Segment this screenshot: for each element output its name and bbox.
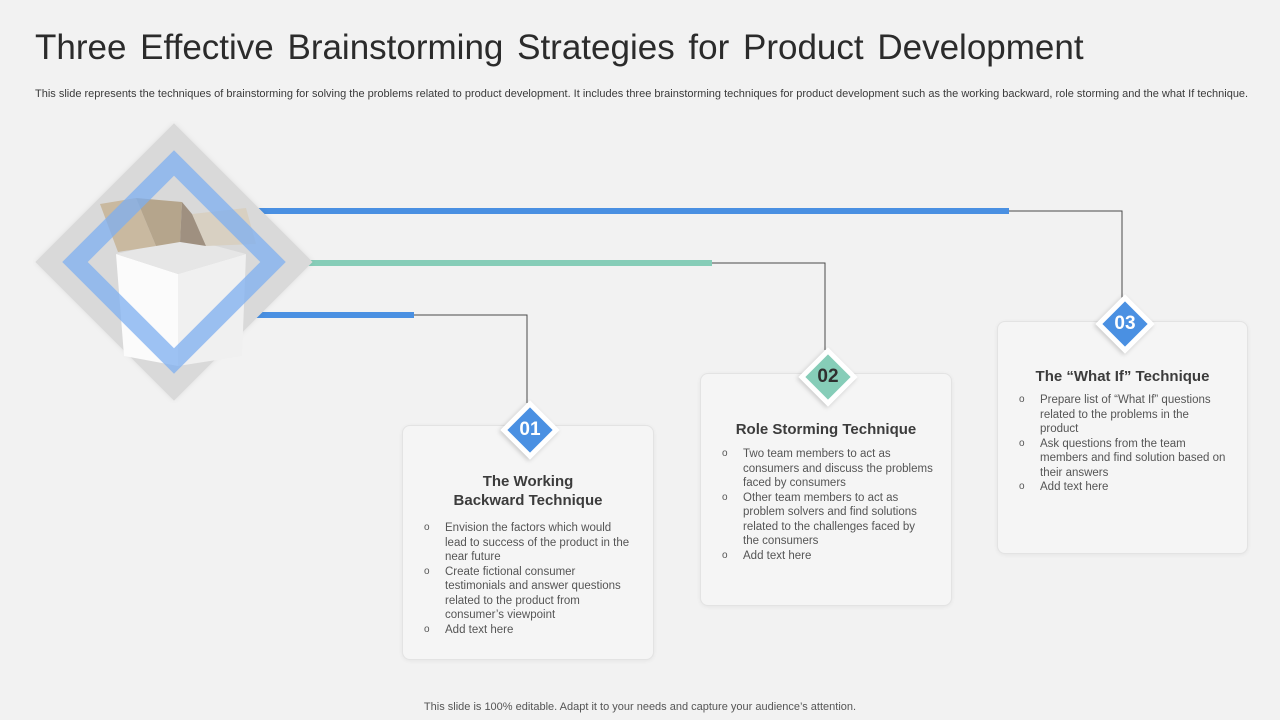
card-title-01-line1: The Working — [482, 473, 574, 490]
badge-number-03: 03 — [1114, 313, 1136, 334]
card-title-01-line2: Backward Technique — [453, 492, 603, 509]
bullet-item: Two team members to act as consumers and… — [721, 447, 933, 491]
technique-card-03: The “What If” Technique Prepare list of … — [997, 321, 1248, 554]
slide-title: Three Effective Brainstorming Strategies… — [35, 28, 1084, 67]
connector-elbow-03 — [1009, 210, 1123, 300]
connector-elbow-01 — [414, 314, 528, 403]
bullet-item: Add text here — [423, 623, 635, 638]
technique-card-02: Role Storming Technique Two team members… — [700, 373, 952, 606]
bullet-item: Add text here — [1018, 480, 1229, 495]
open-box-image — [100, 198, 256, 366]
bullet-item: Envision the factors which would lead to… — [423, 521, 635, 565]
badge-number-02: 02 — [817, 366, 839, 387]
bullet-item: Ask questions from the team members and … — [1018, 437, 1229, 481]
card-title-01: The Working Backward Technique — [403, 472, 653, 510]
card-title-03: The “What If” Technique — [1035, 368, 1210, 385]
card-title-02: Role Storming Technique — [735, 421, 917, 438]
footer-note: This slide is 100% editable. Adapt it to… — [423, 701, 857, 713]
slide-description: This slide represents the techniques of … — [35, 88, 1249, 100]
bullet-item: Add text here — [721, 549, 933, 564]
bullet-item: Prepare list of “What If” questions rela… — [1018, 393, 1229, 437]
card-bullets-02: Two team members to act as consumers and… — [721, 447, 933, 563]
bullet-item: Other team members to act as problem sol… — [721, 491, 933, 549]
card-bullets-03: Prepare list of “What If” questions rela… — [1018, 393, 1229, 495]
bullet-item: Create fictional consumer testimonials a… — [423, 565, 635, 623]
badge-number-01: 01 — [519, 419, 541, 440]
connector-elbow-02 — [712, 262, 826, 350]
technique-card-01: The Working Backward Technique Envision … — [402, 425, 654, 660]
card-bullets-01: Envision the factors which would lead to… — [423, 521, 635, 637]
